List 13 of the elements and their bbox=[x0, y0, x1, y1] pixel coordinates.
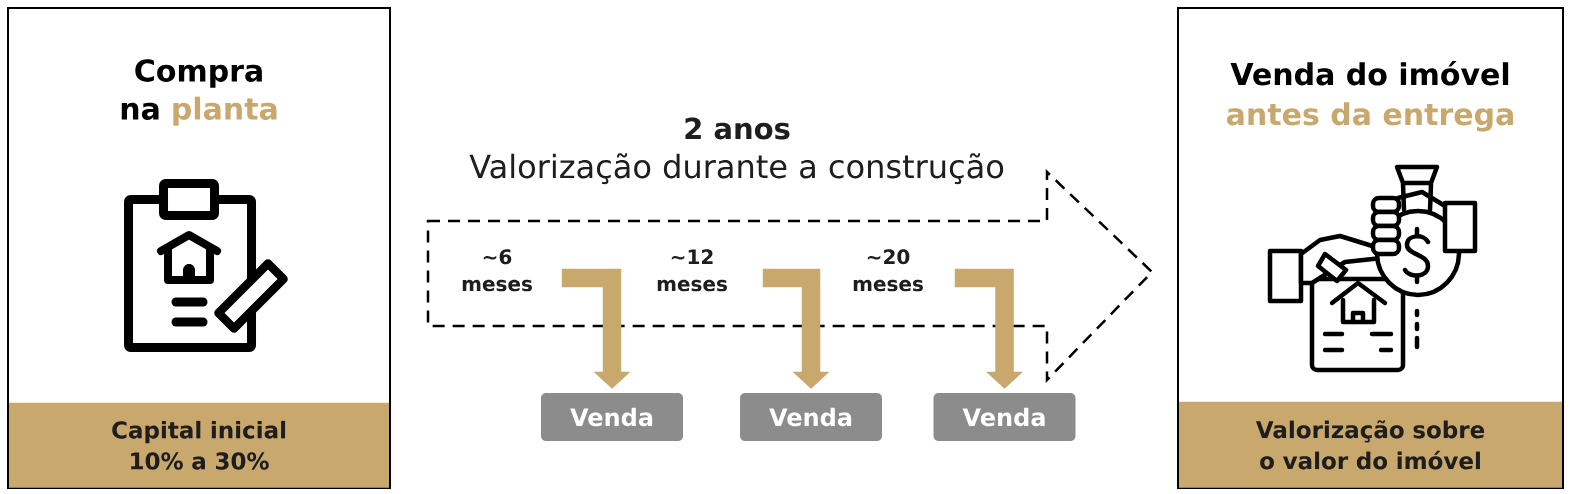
time-label: ~20 meses bbox=[853, 249, 923, 292]
heading: 2 anos bbox=[685, 117, 790, 140]
subheading: Valorização durante a construção bbox=[469, 153, 1004, 185]
time-label: ~12 meses bbox=[657, 249, 727, 292]
heading: Venda do imóvel bbox=[1230, 61, 1509, 86]
label-box: Venda bbox=[933, 393, 1076, 441]
band: Capital inicial 10% a 30% bbox=[9, 402, 389, 488]
heading: Compra na planta bbox=[121, 59, 277, 126]
label-box: Venda bbox=[541, 393, 683, 441]
band: Valorização sobre o valor do imóvel bbox=[1179, 401, 1562, 488]
label-box: Venda bbox=[740, 393, 882, 441]
subheading: antes da entrega bbox=[1226, 102, 1513, 132]
time-label: ~6 meses bbox=[462, 249, 532, 292]
